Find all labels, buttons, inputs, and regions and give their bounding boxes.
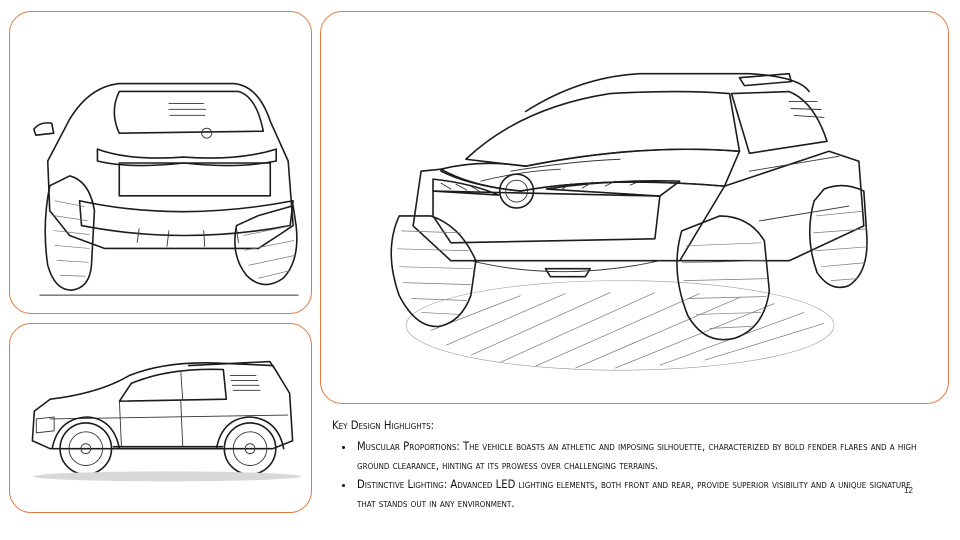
highlights-list: Muscular Proportions: The vehicle boasts… <box>332 437 932 513</box>
suv-rear-view-drawing <box>33 82 299 296</box>
design-highlights-text: Key Design Highlights: Muscular Proporti… <box>332 416 932 513</box>
suv-side-view-drawing <box>31 360 301 482</box>
side-view-sketch-panel <box>9 323 312 513</box>
list-item: Distinctive Lighting: Advanced LED light… <box>355 475 932 513</box>
highlights-heading: Key Design Highlights: <box>332 419 435 432</box>
front-view-sketch-panel <box>320 11 949 404</box>
bullet-text: The vehicle boasts an athletic and impos… <box>357 440 917 472</box>
bullet-title: Muscular Proportions: <box>357 440 460 453</box>
rear-view-sketch-panel <box>9 11 312 314</box>
page-number: 12 <box>904 486 913 495</box>
bullet-title: Distinctive Lighting: <box>357 478 448 491</box>
suv-front-three-quarter-drawing <box>390 72 868 371</box>
list-item: Muscular Proportions: The vehicle boasts… <box>355 437 932 475</box>
bullet-text: Advanced LED lighting elements, both fro… <box>357 478 911 510</box>
